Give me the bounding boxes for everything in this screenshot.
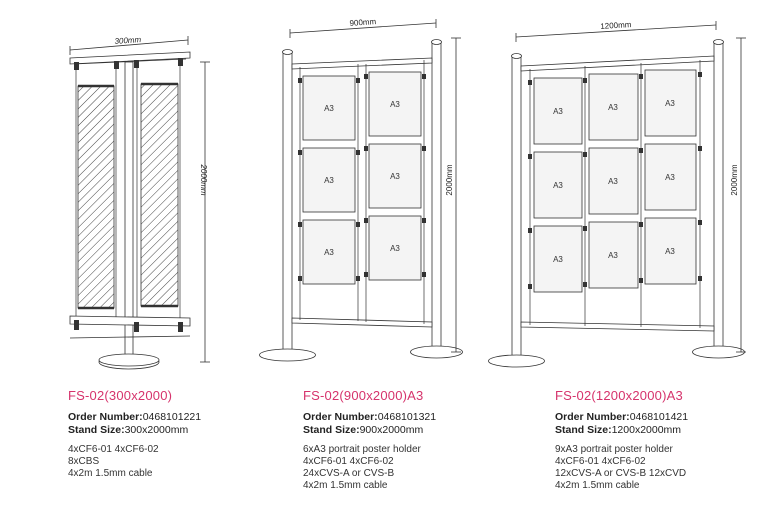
order-number-line: Order Number:0468101421: [555, 411, 783, 424]
diagram-1200x2000: 1200mm A3 A3 A3 A3 A3: [488, 20, 746, 368]
panel-label: A3: [665, 99, 675, 108]
panel-label: A3: [553, 107, 563, 116]
product-title: FS-02(300x2000): [68, 388, 173, 403]
panel-label: A3: [665, 247, 675, 256]
order-label: Order Number:: [303, 411, 378, 423]
diagram-900x2000: 900mm A3 A3 A3 A3 A3 A3: [259, 17, 463, 362]
panel-label: A3: [608, 103, 618, 112]
height-dimension: 2000mm: [445, 37, 461, 353]
panel-grid: A3 A3 A3 A3 A3 A3: [302, 71, 422, 285]
order-number-line: Order Number:0468101321: [303, 411, 533, 424]
component-item: 24xCVS-A or CVS-B: [303, 468, 395, 479]
width-label: 300mm: [114, 35, 142, 46]
panel-label: A3: [390, 244, 400, 253]
diagram-300x2000: 300mm: [69, 35, 210, 370]
height-label: 2000mm: [199, 163, 208, 195]
panel-label: A3: [324, 176, 334, 185]
panel-label: A3: [390, 172, 400, 181]
width-label: 900mm: [349, 17, 377, 28]
panel-label: A3: [608, 177, 618, 186]
component-item: 6xA3 portrait poster holder: [303, 444, 421, 455]
panel-label: A3: [390, 100, 400, 109]
panel-label: A3: [665, 173, 675, 182]
banner-left: [77, 84, 115, 310]
component-item: 12xCVS-A or CVS-B 12xCVD: [555, 468, 687, 479]
width-dimension: 900mm: [289, 17, 437, 38]
order-number-line: Order Number:0468101221: [68, 411, 298, 424]
stand-label: Stand Size:: [68, 424, 125, 436]
width-dimension: 1200mm: [515, 20, 717, 42]
product-title: FS-02(900x2000)A3: [303, 388, 424, 403]
width-label: 1200mm: [600, 20, 632, 31]
stand-size-line: Stand Size:900x2000mm: [303, 424, 533, 437]
stand-size-line: Stand Size:1200x2000mm: [555, 424, 783, 437]
component-item: 4x2m 1.5mm cable: [555, 480, 640, 491]
component-item: 4xCF6-01 4xCF6-02: [303, 456, 394, 467]
product-1200x2000: FS-02(1200x2000)A3 Order Number:04681014…: [555, 388, 783, 492]
panel-label: A3: [553, 181, 563, 190]
product-300x2000: FS-02(300x2000) Order Number:0468101221 …: [68, 388, 298, 480]
stand-label: Stand Size:: [303, 424, 360, 436]
panel-label: A3: [608, 251, 618, 260]
stand-size: 1200x2000mm: [611, 424, 682, 436]
order-label: Order Number:: [68, 411, 143, 423]
component-item: 4xCF6-01 4xCF6-02: [68, 444, 159, 455]
product-900x2000: FS-02(900x2000)A3 Order Number:046810132…: [303, 388, 533, 492]
height-dimension: 2000mm: [199, 61, 210, 363]
order-number: 0468101321: [377, 411, 437, 423]
component-item: 9xA3 portrait poster holder: [555, 444, 673, 455]
stand-size: 300x2000mm: [124, 424, 189, 436]
banner-right: [140, 82, 179, 308]
panel-label: A3: [324, 248, 334, 257]
panel-label: A3: [324, 104, 334, 113]
stand-label: Stand Size:: [555, 424, 612, 436]
stand-size-line: Stand Size:300x2000mm: [68, 424, 298, 437]
width-dimension: 300mm: [69, 35, 189, 55]
component-item: 4x2m 1.5mm cable: [68, 468, 153, 479]
component-item: 8xCBS: [68, 456, 100, 467]
height-label: 2000mm: [445, 164, 454, 195]
order-number: 0468101221: [142, 411, 202, 423]
stand-size: 900x2000mm: [359, 424, 424, 436]
panel-label: A3: [553, 255, 563, 264]
panel-grid: A3 A3 A3 A3 A3 A3 A3 A3 A3: [533, 69, 697, 293]
component-item: 4xCF6-01 4xCF6-02: [555, 456, 646, 467]
product-title: FS-02(1200x2000)A3: [555, 388, 683, 403]
height-label: 2000mm: [730, 164, 739, 195]
height-dimension: 2000mm: [730, 37, 746, 353]
component-item: 4x2m 1.5mm cable: [303, 480, 388, 491]
order-label: Order Number:: [555, 411, 630, 423]
order-number: 0468101421: [629, 411, 689, 423]
